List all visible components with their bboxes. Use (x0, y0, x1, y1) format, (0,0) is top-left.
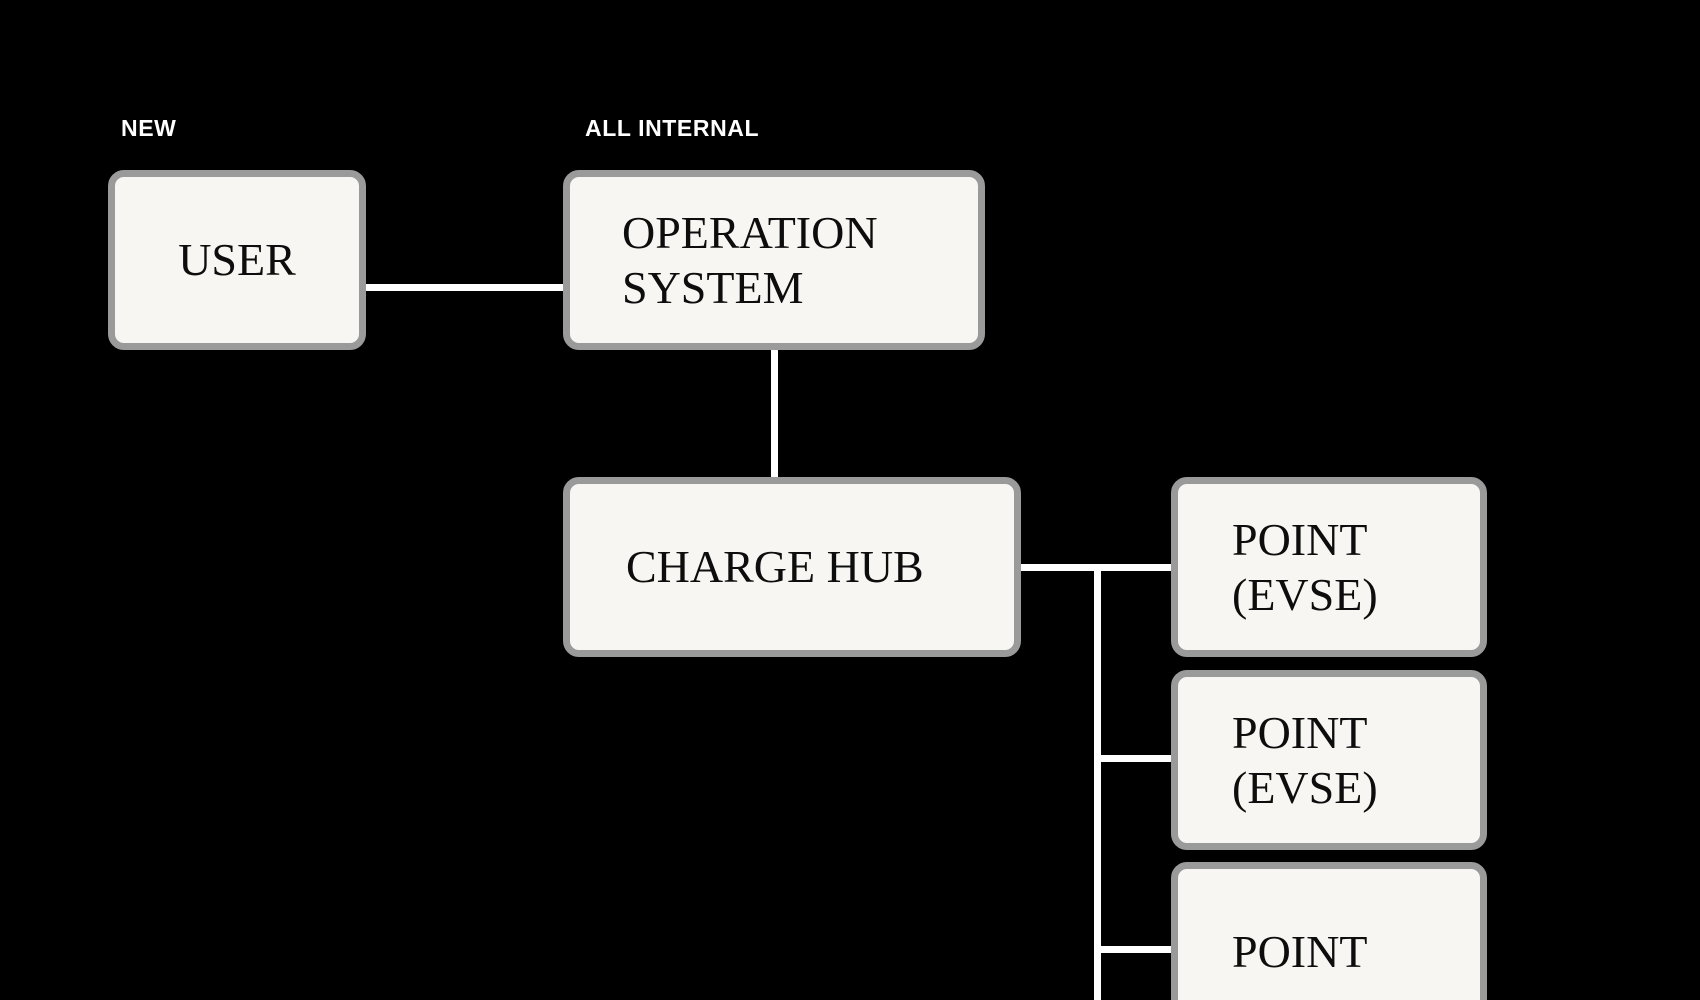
connector-charge-hub-to-point-1 (1014, 564, 1284, 571)
connector-user-to-operation-system (360, 284, 610, 291)
connector-operation-system-to-charge-hub (771, 345, 778, 525)
connector-point-trunk (1094, 564, 1101, 1000)
node-user[interactable]: USER (108, 170, 366, 350)
group-label-all-internal: ALL INTERNAL (585, 115, 760, 141)
node-point-evse-3[interactable]: POINT (1171, 862, 1487, 1000)
node-operation-system-label: OPERATION SYSTEM (622, 206, 878, 313)
node-operation-system[interactable]: OPERATION SYSTEM (563, 170, 985, 350)
node-point-evse-2[interactable]: POINT (EVSE) (1171, 670, 1487, 850)
node-point-evse-2-label: POINT (EVSE) (1232, 706, 1378, 813)
node-charge-hub[interactable]: CHARGE HUB (563, 477, 1021, 657)
node-point-evse-1-label: POINT (EVSE) (1232, 513, 1378, 620)
group-label-new: NEW (121, 115, 177, 141)
node-user-label: USER (178, 234, 296, 286)
node-point-evse-1[interactable]: POINT (EVSE) (1171, 477, 1487, 657)
node-point-evse-3-label: POINT (1232, 926, 1368, 978)
node-charge-hub-label: CHARGE HUB (626, 541, 924, 593)
